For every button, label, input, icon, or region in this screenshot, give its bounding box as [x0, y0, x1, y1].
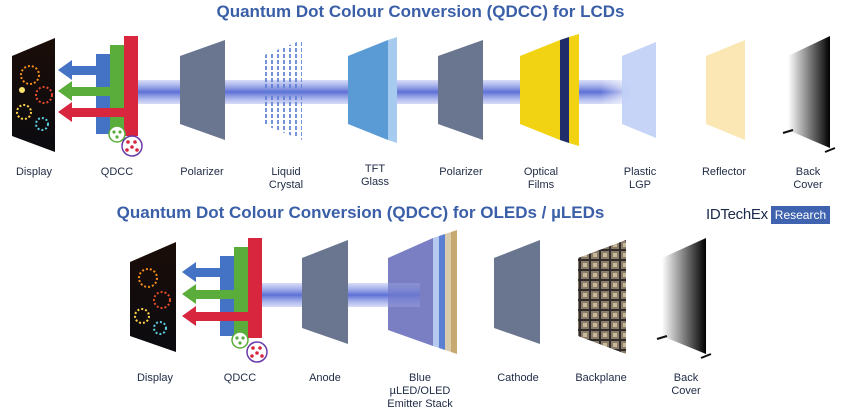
lcd-label-polarizer-2: Polarizer — [439, 166, 483, 178]
blue-arrowhead — [58, 60, 72, 80]
oled-display-image — [130, 242, 176, 352]
oled-label-cathode: Cathode — [497, 372, 539, 384]
green-arrowhead — [58, 81, 72, 101]
red-arrowhead — [182, 306, 196, 326]
lcd-label-qdcc: QDCC — [100, 166, 134, 178]
lcd-diagram-title: Quantum Dot Colour Conversion (QDCC) for… — [216, 2, 625, 21]
lcd-label-polarizer-1: Polarizer — [180, 166, 224, 178]
lcd-label-optical-films: Optical Films — [523, 166, 559, 191]
lcd-label-tft-glass: TFT Glass — [360, 163, 390, 188]
lcd-plastic-lgp — [622, 42, 656, 138]
lcd-polarizer-1 — [180, 40, 225, 140]
oled-diagram-title: Quantum Dot Colour Conversion (QDCC) for… — [116, 203, 605, 222]
oled-back-cover — [656, 238, 712, 359]
oled-cathode — [494, 240, 540, 344]
brand-tag: Research — [770, 206, 831, 224]
oled-label-backplane: Backplane — [575, 372, 627, 384]
green-quantum-dot-icon — [108, 125, 126, 143]
lcd-liquid-crystal — [262, 40, 302, 140]
lcd-reflector — [706, 40, 745, 140]
green-arrow — [194, 290, 248, 299]
lcd-back-cover — [782, 36, 836, 153]
green-arrowhead — [182, 284, 196, 304]
lcd-label-back-cover: Back Cover — [793, 166, 823, 191]
lcd-tft-glass — [348, 37, 397, 143]
red-arrowhead — [58, 102, 72, 122]
blue-arrow — [70, 66, 110, 75]
oled-label-emitter-stack: Blue µLED/OLED Emitter Stack — [387, 372, 453, 410]
lcd-display-image — [12, 38, 55, 152]
oled-qdcc-layer — [182, 238, 268, 363]
brand-name: IDTechEx — [706, 206, 768, 223]
idtechex-logo: IDTechEx Research — [706, 206, 831, 224]
lcd-polarizer-2 — [438, 40, 483, 140]
oled-backplane — [578, 240, 626, 354]
oled-label-anode: Anode — [309, 372, 341, 384]
blue-arrow — [194, 268, 234, 277]
lcd-label-display: Display — [15, 166, 53, 178]
oled-label-display: Display — [136, 372, 174, 384]
lcd-label-reflector: Reflector — [701, 166, 747, 178]
red-arrow — [70, 108, 138, 117]
lcd-qdcc-layer — [58, 36, 143, 157]
oled-anode — [302, 240, 348, 344]
red-arrow — [194, 312, 262, 321]
lcd-label-plastic-lgp: Plastic LGP — [623, 166, 657, 191]
green-arrow — [70, 87, 124, 96]
lcd-optical-films — [520, 34, 579, 146]
oled-label-back-cover: Back Cover — [671, 372, 701, 397]
blue-arrowhead — [182, 262, 196, 282]
green-quantum-dot-icon — [231, 331, 249, 349]
oled-emitter-stack — [388, 230, 457, 354]
lcd-label-liquid-crystal: Liquid Crystal — [268, 166, 304, 191]
oled-label-qdcc: QDCC — [223, 372, 257, 384]
